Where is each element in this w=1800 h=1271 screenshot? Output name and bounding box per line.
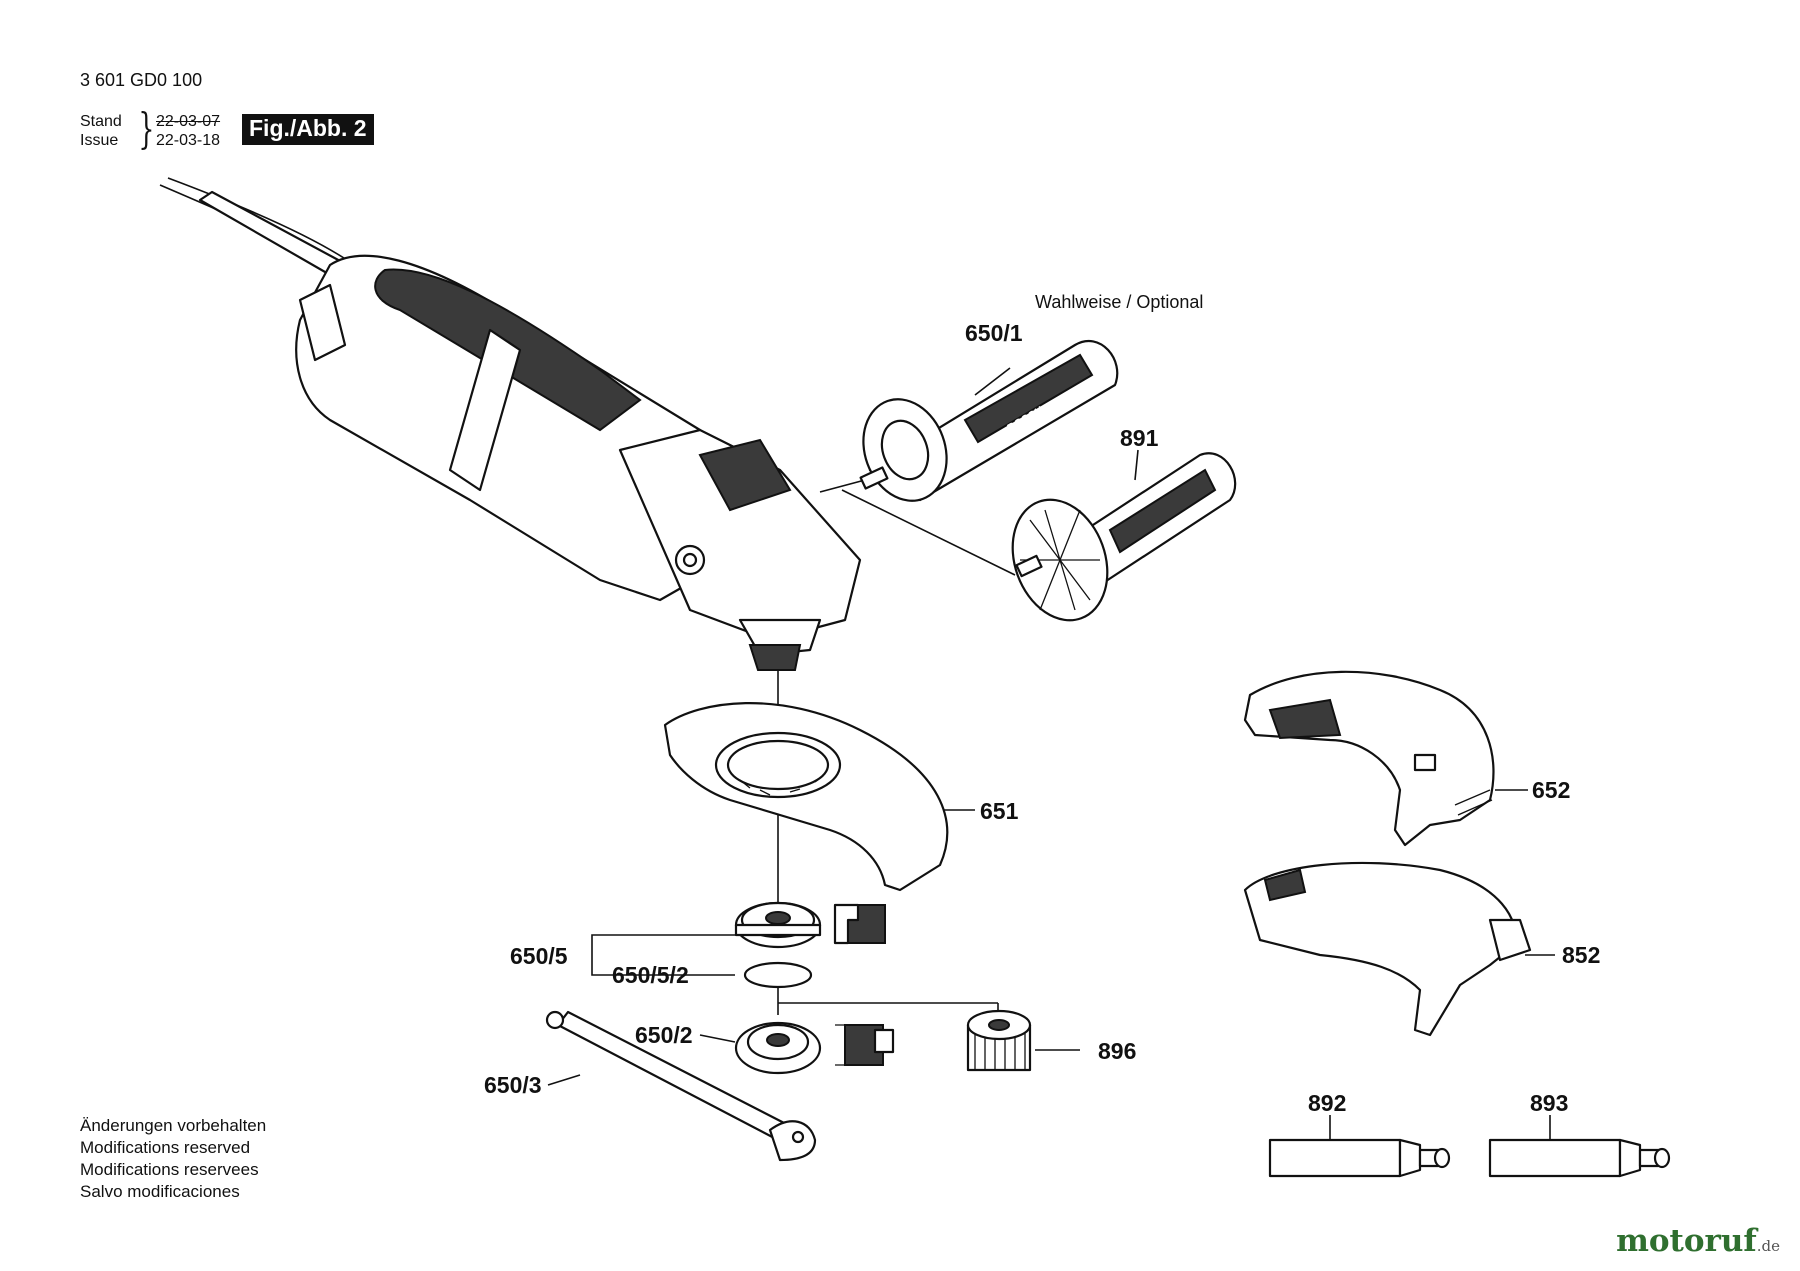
leader-line	[1134, 449, 1139, 481]
leader-line	[974, 367, 1011, 396]
quick-clamping-nut-896	[966, 1009, 1032, 1072]
cutting-guard-652	[1243, 670, 1495, 847]
flange-profile-icon	[833, 903, 886, 945]
wheel-guard-651	[663, 702, 949, 892]
handle-axis-line	[819, 479, 866, 493]
label-896: 896	[1098, 1038, 1137, 1064]
watermark-logo: motoruf.de	[1616, 1223, 1780, 1259]
modification-notes: Änderungen vorbehalten Modifications res…	[80, 1115, 266, 1203]
grease-tube-893	[1488, 1138, 1671, 1178]
stand-issue-labels: Stand Issue	[80, 112, 122, 150]
o-ring-650-5-2	[743, 961, 813, 989]
leader-line	[699, 1034, 736, 1043]
nut-profile-icon	[835, 1024, 895, 1066]
clamping-nut-650-2	[734, 1021, 822, 1075]
note-line: Änderungen vorbehalten	[80, 1116, 267, 1135]
note-line: Modifications reservees	[80, 1160, 259, 1179]
angle-grinder-body	[295, 254, 862, 671]
label-650-1: 650/1	[965, 320, 1023, 346]
label-893: 893	[1530, 1090, 1569, 1116]
auxiliary-handle-891	[1011, 452, 1237, 622]
figure-badge: Fig./Abb. 2	[242, 114, 374, 145]
label-650-5-2: 650/5/2	[612, 962, 689, 988]
leader-line	[547, 1074, 581, 1086]
label-650-2: 650/2	[635, 1022, 693, 1048]
bracket-650-5	[591, 934, 736, 976]
label-650-5: 650/5	[510, 943, 568, 969]
label-650-3: 650/3	[484, 1072, 542, 1098]
watermark-tld: .de	[1756, 1237, 1780, 1255]
label-652: 652	[1532, 777, 1571, 803]
spanner-650-3	[545, 1010, 817, 1162]
date-new: 22-03-18	[156, 132, 221, 149]
watermark-name: motoruf	[1616, 1223, 1757, 1259]
revision-dates: 22-03-07 22-03-18	[156, 112, 220, 150]
label-651: 651	[980, 798, 1019, 824]
optional-note: Wahlweise / Optional	[1035, 292, 1204, 312]
note-line: Modifications reserved	[80, 1138, 251, 1157]
label-891: 891	[1120, 425, 1159, 451]
stand-label: Stand	[80, 113, 122, 130]
note-line: Salvo modificaciones	[80, 1182, 240, 1201]
power-cord	[159, 177, 351, 278]
date-old: 22-03-07	[156, 113, 221, 130]
grease-tube-892	[1268, 1138, 1451, 1178]
issue-label: Issue	[80, 132, 119, 149]
flange-650-5	[734, 901, 822, 949]
label-852: 852	[1562, 942, 1601, 968]
part-number: 3 601 GD0 100	[80, 70, 203, 90]
label-892: 892	[1308, 1090, 1347, 1116]
auxiliary-handle-650-1	[859, 339, 1119, 502]
handle-axis-line	[841, 489, 1016, 576]
cutting-guard-852	[1243, 861, 1532, 1037]
brace-icon: }	[138, 104, 155, 153]
